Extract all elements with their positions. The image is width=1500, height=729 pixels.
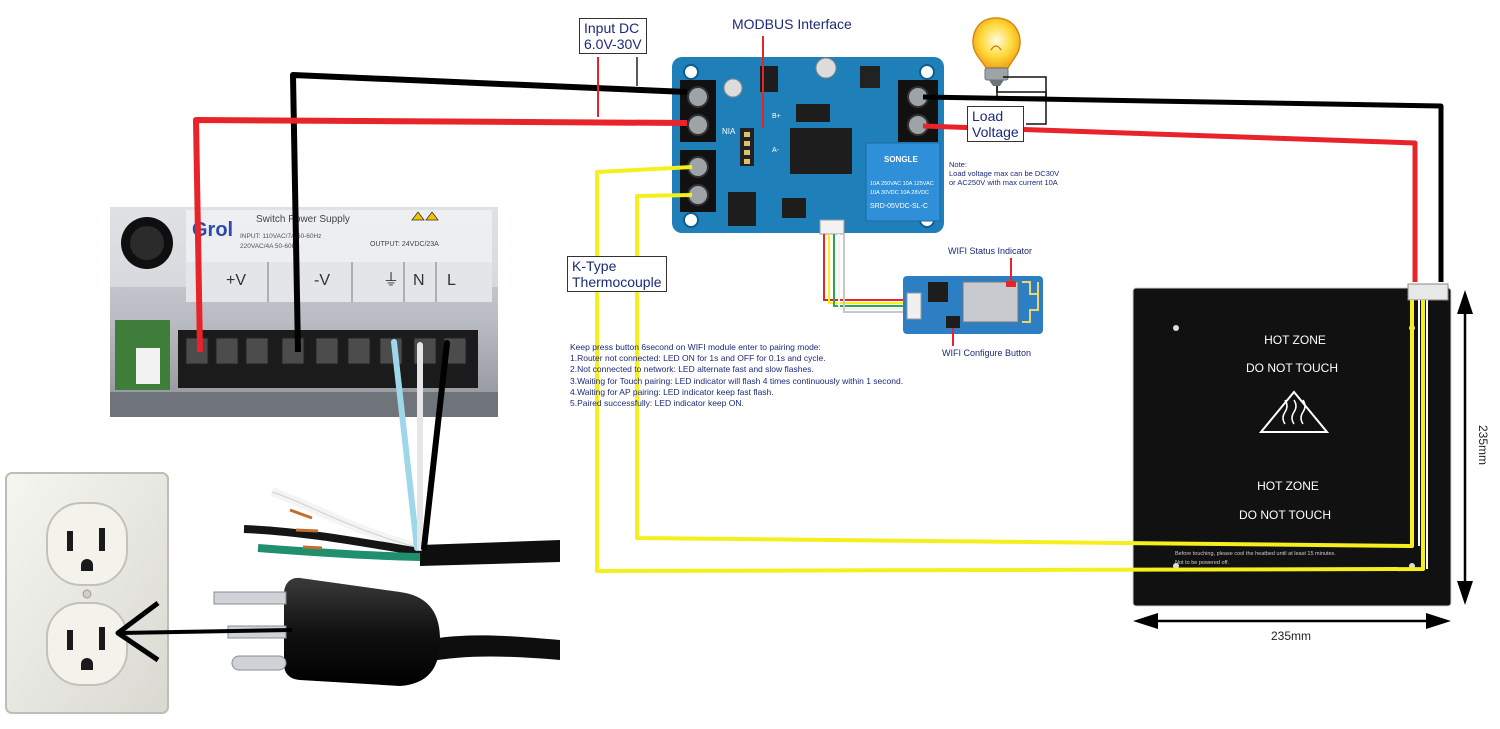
plug-prong	[213, 591, 287, 605]
wifi-configure-button-label: WIFI Configure Button	[942, 348, 1032, 358]
width-dimension-arrow	[1133, 613, 1451, 629]
wifi-connector	[819, 219, 845, 235]
plug-ground-prong	[231, 655, 287, 671]
input-dc-range: 6.0V-30V	[584, 36, 642, 52]
board-pin-label: B+	[772, 113, 781, 120]
wifi-status-indicator-label: WIFI Status Indicator	[948, 246, 1033, 256]
power-supply: Grol Switch Power Supply INPUT: 110VAC/7…	[110, 207, 498, 417]
wire-red-psu-positive	[193, 117, 688, 353]
height-dimension-label: 235mm	[1476, 425, 1490, 465]
load-voltage-sub: Voltage	[972, 124, 1019, 140]
thermostat-controller-board: NIA B+ A- SONGLE 10A 250VAC 10A 125VAC 1…	[672, 57, 944, 235]
wifi-configure-button[interactable]	[946, 316, 960, 328]
outlet-receptacle-bottom	[46, 602, 128, 686]
load-note-line: Load voltage max can be DC30V	[949, 169, 1060, 178]
heatbed-do-not-touch: DO NOT TOUCH	[1239, 508, 1331, 522]
wire-red-load	[922, 123, 1418, 282]
pairing-step: 3.Waiting for Touch pairing: LED indicat…	[570, 375, 904, 386]
ktype-sub: Thermocouple	[572, 274, 662, 290]
wire-ac-input	[391, 339, 450, 551]
plug-body	[284, 577, 440, 686]
plug-arrow-icon	[115, 601, 293, 663]
wire-black-load	[922, 94, 1444, 282]
psu-warning-icon	[411, 211, 439, 221]
wire-black-psu-negative	[290, 72, 688, 353]
wifi-module	[903, 258, 1043, 346]
psu-output: OUTPUT: 24VDC/23A	[370, 241, 439, 248]
pairing-step: 4.Waiting for AP pairing: LED indicator …	[570, 386, 774, 397]
psu-spec-2: 220VAC/4A 50-60Hz	[240, 243, 300, 250]
relay-model: SRD-05VDC-SL-C	[870, 203, 928, 210]
modbus-interface-label: MODBUS Interface	[732, 16, 852, 32]
board-load-terminals	[898, 80, 938, 142]
hot-surface-warning-icon	[1258, 390, 1330, 433]
relay-rating: 10A 250VAC 10A 125VAC	[870, 181, 934, 187]
heatbed-hot-zone: HOT ZONE	[1264, 333, 1326, 347]
outlet-screw-icon	[82, 589, 92, 599]
board-input-terminals	[680, 80, 716, 212]
load-note-line: or AC250V with max current 10A	[949, 178, 1058, 187]
load-note: Note: Load voltage max can be DC30V or A…	[949, 160, 1059, 187]
load-voltage-label: Load Voltage	[967, 106, 1024, 142]
power-cord	[115, 487, 560, 686]
psu-terminal-label: +V	[226, 272, 246, 289]
relay-rating: 10A 30VDC 10A 28VDC	[870, 190, 929, 196]
pairing-step: 2.Not connected to network: LED alternat…	[570, 364, 814, 375]
heatbed-do-not-touch: DO NOT TOUCH	[1246, 361, 1338, 375]
heatbed-warning-text: Before touching, please cool the heatbed…	[1175, 551, 1336, 557]
psu-title: Switch Power Supply	[256, 214, 350, 225]
wifi-ribbon	[823, 234, 906, 313]
board-pin-label: A-	[772, 147, 780, 154]
ktype-title: K-Type	[572, 258, 617, 274]
heatbed-hot-zone: HOT ZONE	[1257, 479, 1319, 493]
psu-spec-1: INPUT: 110VAC/7A 50-60Hz	[240, 233, 321, 240]
heatbed-warning-text: Not to be powered off.	[1175, 560, 1229, 566]
board-pin-label: NIA	[722, 127, 736, 136]
width-dimension-label: 235mm	[1271, 629, 1311, 643]
wifi-status-led	[1006, 281, 1016, 287]
psu-terminal-label: L	[447, 272, 456, 289]
modbus-header	[740, 128, 754, 166]
ktype-thermocouple-label: K-Type Thermocouple	[567, 256, 667, 292]
relay-brand: SONGLE	[884, 155, 918, 164]
pairing-step: 1.Router not connected: LED ON for 1s an…	[570, 353, 826, 364]
height-dimension-arrow	[1457, 290, 1473, 605]
outlet-receptacle-top	[46, 502, 128, 586]
load-note-title: Note:	[949, 160, 967, 169]
board-mcu-chip	[790, 128, 852, 174]
pairing-instructions: Keep press button 6second on WIFI module…	[570, 342, 903, 409]
wire-thermocouple-yellow	[595, 165, 1425, 573]
heatbed-connector	[1407, 283, 1449, 301]
load-voltage-title: Load	[972, 108, 1004, 124]
psu-terminal-label: ⏚	[383, 271, 399, 289]
input-dc-label: Input DC 6.0V-30V	[579, 18, 647, 54]
relay: SONGLE 10A 250VAC 10A 125VAC 10A 30VDC 1…	[865, 142, 941, 222]
wall-outlet	[5, 472, 169, 714]
input-dc-title: Input DC	[584, 20, 640, 36]
psu-terminal-label: N	[413, 272, 425, 289]
psu-brand: Grol	[192, 219, 233, 241]
lightbulb-icon	[972, 17, 1021, 86]
pairing-intro: Keep press button 6second on WIFI module…	[570, 342, 821, 352]
pairing-step: 5.Paired successfully: LED indicator kee…	[570, 398, 744, 409]
psu-terminal-label: -V	[314, 272, 330, 289]
heatbed: HOT ZONE DO NOT TOUCH HOT ZONE DO NOT TO…	[1132, 283, 1452, 607]
